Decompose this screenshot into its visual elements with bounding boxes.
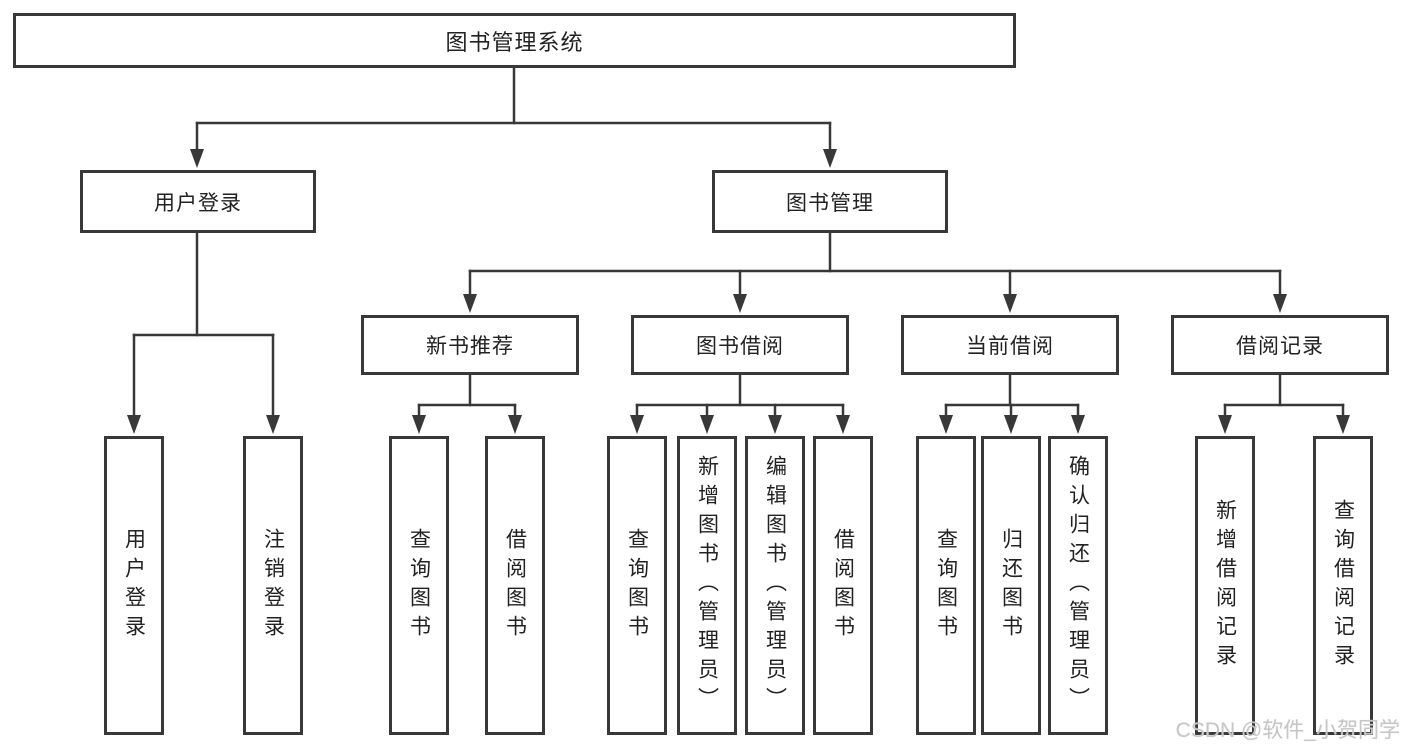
leaf-user-login: 用户登录 <box>104 436 164 735</box>
leaf-add-borrow-record: 新增借阅记录 <box>1195 436 1255 735</box>
leaf-query-books-borrowing: 查询图书 <box>607 436 667 735</box>
node-current-borrowing: 当前借阅 <box>901 315 1119 375</box>
leaf-query-books-recommend: 查询图书 <box>389 436 449 735</box>
node-book-management: 图书管理 <box>712 170 948 233</box>
leaf-add-books-admin: 新增图书（管理员） <box>677 436 737 735</box>
leaf-borrow-books-recommend: 借阅图书 <box>485 436 545 735</box>
node-borrowing-records: 借阅记录 <box>1171 315 1389 375</box>
node-library-management-system: 图书管理系统 <box>13 13 1016 68</box>
node-new-book-recommendation: 新书推荐 <box>361 315 579 375</box>
leaf-return-books: 归还图书 <box>981 436 1041 735</box>
leaf-confirm-return-admin: 确认归还（管理员） <box>1048 436 1108 735</box>
node-user-login: 用户登录 <box>80 170 316 233</box>
leaf-edit-books-admin: 编辑图书（管理员） <box>745 436 805 735</box>
leaf-query-borrow-record: 查询借阅记录 <box>1313 436 1373 735</box>
leaf-borrow-books-borrowing: 借阅图书 <box>813 436 873 735</box>
csdn-watermark: CSDN @软件_小贺同学 <box>1175 719 1400 742</box>
leaf-query-books-current: 查询图书 <box>916 436 976 735</box>
leaf-logout: 注销登录 <box>243 436 303 735</box>
node-book-borrowing: 图书借阅 <box>631 315 849 375</box>
